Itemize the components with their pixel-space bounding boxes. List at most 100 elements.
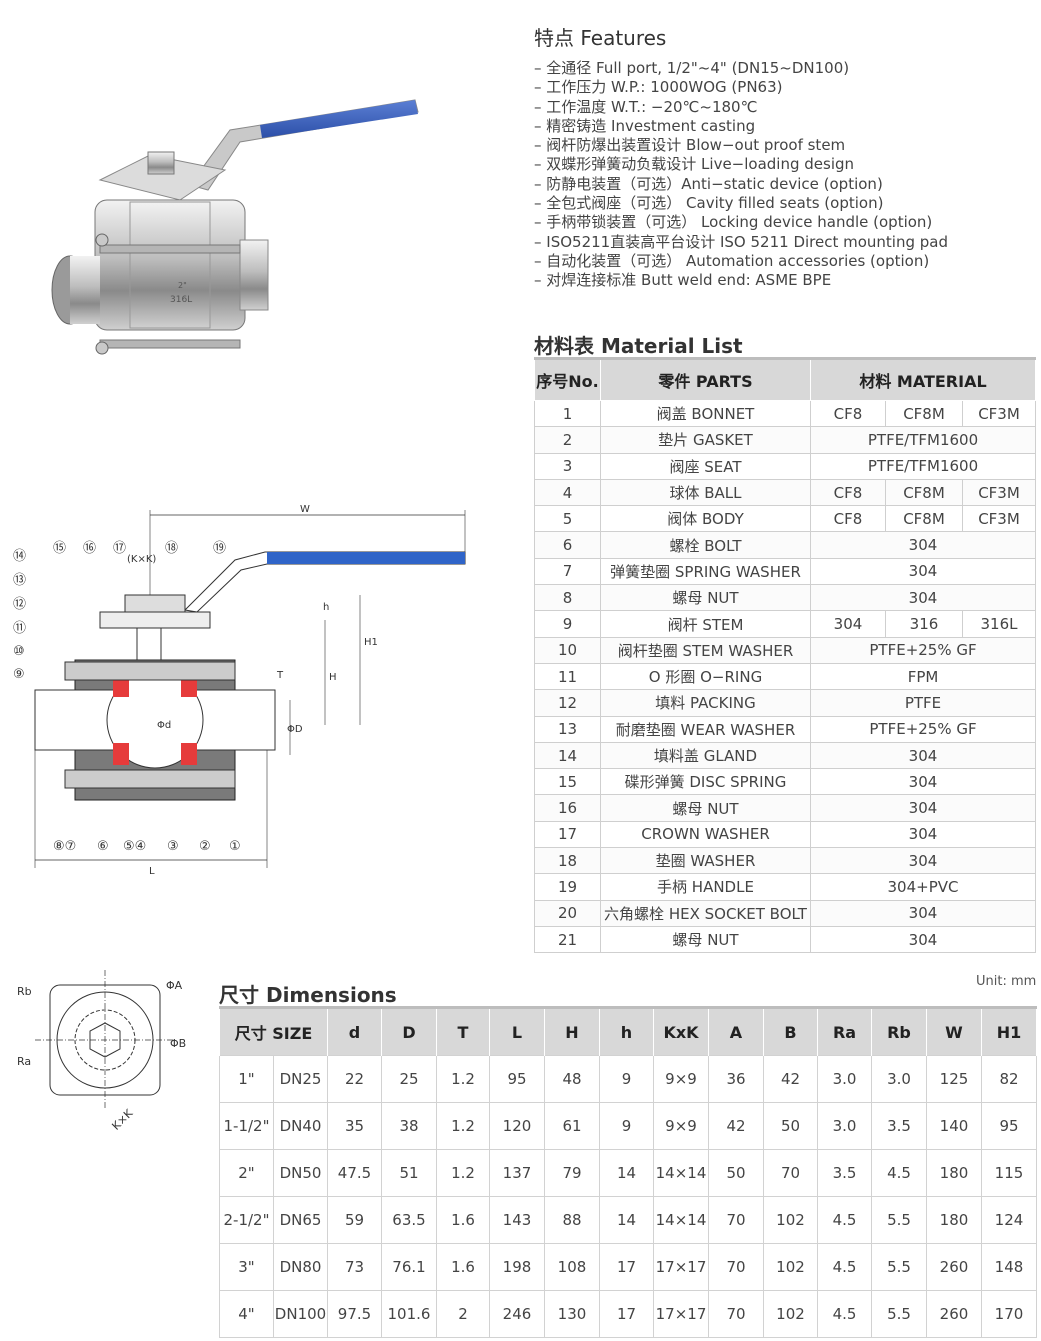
dim-cell: 17×17 — [653, 1290, 709, 1338]
dim-header: h — [599, 1006, 654, 1056]
dim-cell: 47.5 — [327, 1149, 382, 1197]
feature-item: 双蝶形弹簧动负载设计 Live−loading design — [534, 155, 948, 174]
dim-cell: 180 — [926, 1149, 982, 1197]
material-value: PTFE/TFM1600 — [810, 426, 1036, 454]
dim-cell: 38 — [381, 1102, 437, 1150]
dim-cell: 9 — [599, 1055, 654, 1103]
dim-header: T — [436, 1006, 490, 1056]
material-no: 10 — [534, 636, 601, 664]
dim-header: D — [381, 1006, 437, 1056]
dim-header: W — [926, 1006, 982, 1056]
material-no: 21 — [534, 925, 601, 954]
dim-cell: DN80 — [273, 1243, 328, 1291]
material-part: CROWN WASHER — [600, 820, 811, 849]
feature-item: 工作温度 W.T.: −20℃~180℃ — [534, 98, 948, 117]
callout-number: ⑮ — [53, 541, 66, 556]
dim-cell: 148 — [981, 1243, 1037, 1291]
dim-cell: DN40 — [273, 1102, 328, 1150]
material-value: CF8 — [810, 478, 886, 507]
dim-cell: 2-1/2" — [219, 1196, 274, 1244]
material-no: 15 — [534, 768, 601, 796]
feature-item: 手柄带锁装置（可选） Locking device handle (option… — [534, 213, 948, 232]
material-no: 11 — [534, 662, 601, 691]
material-part: 填料 PACKING — [600, 689, 811, 717]
dim-cell: 97.5 — [327, 1290, 382, 1338]
material-no: 1 — [534, 399, 601, 428]
material-value: 304 — [810, 820, 1036, 849]
callout-number: ⑯ — [83, 541, 96, 556]
pad-label-b: ΦB — [170, 1037, 186, 1050]
header-parts: 零件 PARTS — [600, 357, 811, 401]
dim-cell: 5.5 — [871, 1243, 927, 1291]
dim-cell: 260 — [926, 1243, 982, 1291]
dim-label-h: H — [329, 672, 337, 683]
dim-cell: 70 — [708, 1290, 764, 1338]
dim-cell: 4.5 — [871, 1149, 927, 1197]
dim-cell: 143 — [489, 1196, 545, 1244]
photo-stamp-size: 2" — [178, 281, 187, 290]
pad-label-a: ΦA — [166, 979, 183, 992]
dim-cell: 17 — [599, 1243, 654, 1291]
material-value: FPM — [810, 662, 1036, 691]
material-list-title: 材料表 Material List — [534, 334, 743, 358]
dim-cell: 120 — [489, 1102, 545, 1150]
pad-label-ra: Ra — [17, 1055, 31, 1068]
dim-cell: 61 — [544, 1102, 600, 1150]
dim-cell: 82 — [981, 1055, 1037, 1103]
dim-cell: 42 — [763, 1055, 818, 1103]
material-value: PTFE+25% GF — [810, 715, 1036, 743]
material-value: 304 — [810, 794, 1036, 822]
material-value: CF3M — [962, 478, 1036, 507]
dim-cell: 14 — [599, 1196, 654, 1244]
dim-cell: 2" — [219, 1149, 274, 1197]
callout-number: ⑰ — [113, 541, 126, 556]
dim-cell: 124 — [981, 1196, 1037, 1244]
dim-cell: 1-1/2" — [219, 1102, 274, 1150]
dim-cell: DN65 — [273, 1196, 328, 1244]
dim-cell: 95 — [489, 1055, 545, 1103]
material-no: 3 — [534, 452, 601, 480]
dim-cell: 17 — [599, 1290, 654, 1338]
dim-cell: 108 — [544, 1243, 600, 1291]
dim-cell: DN50 — [273, 1149, 328, 1197]
material-part: 六角螺栓 HEX SOCKET BOLT — [600, 899, 811, 927]
material-part: 垫圈 WASHER — [600, 847, 811, 875]
material-no: 7 — [534, 557, 601, 586]
dim-cell: 125 — [926, 1055, 982, 1103]
dim-header: A — [708, 1006, 764, 1056]
dim-cell: 48 — [544, 1055, 600, 1103]
photo-stamp-material: 316L — [170, 295, 192, 305]
material-value: CF8M — [885, 399, 963, 428]
features-title: 特点 Features — [534, 26, 667, 50]
dim-header: Ra — [817, 1006, 872, 1056]
dim-cell: 4.5 — [817, 1243, 872, 1291]
callout-number: ③ — [167, 839, 179, 854]
dim-cell: 35 — [327, 1102, 382, 1150]
material-no: 5 — [534, 505, 601, 533]
dim-cell: 102 — [763, 1290, 818, 1338]
feature-item: 工作压力 W.P.: 1000WOG (PN63) — [534, 78, 948, 97]
dim-cell: 3.0 — [817, 1055, 872, 1103]
material-no: 12 — [534, 689, 601, 717]
dim-header: B — [763, 1006, 818, 1056]
material-part: 填料盖 GLAND — [600, 741, 811, 770]
dim-cell: DN25 — [273, 1055, 328, 1103]
material-no: 4 — [534, 478, 601, 507]
pad-label-kxk: K×K — [109, 1106, 135, 1132]
dim-cell: 198 — [489, 1243, 545, 1291]
